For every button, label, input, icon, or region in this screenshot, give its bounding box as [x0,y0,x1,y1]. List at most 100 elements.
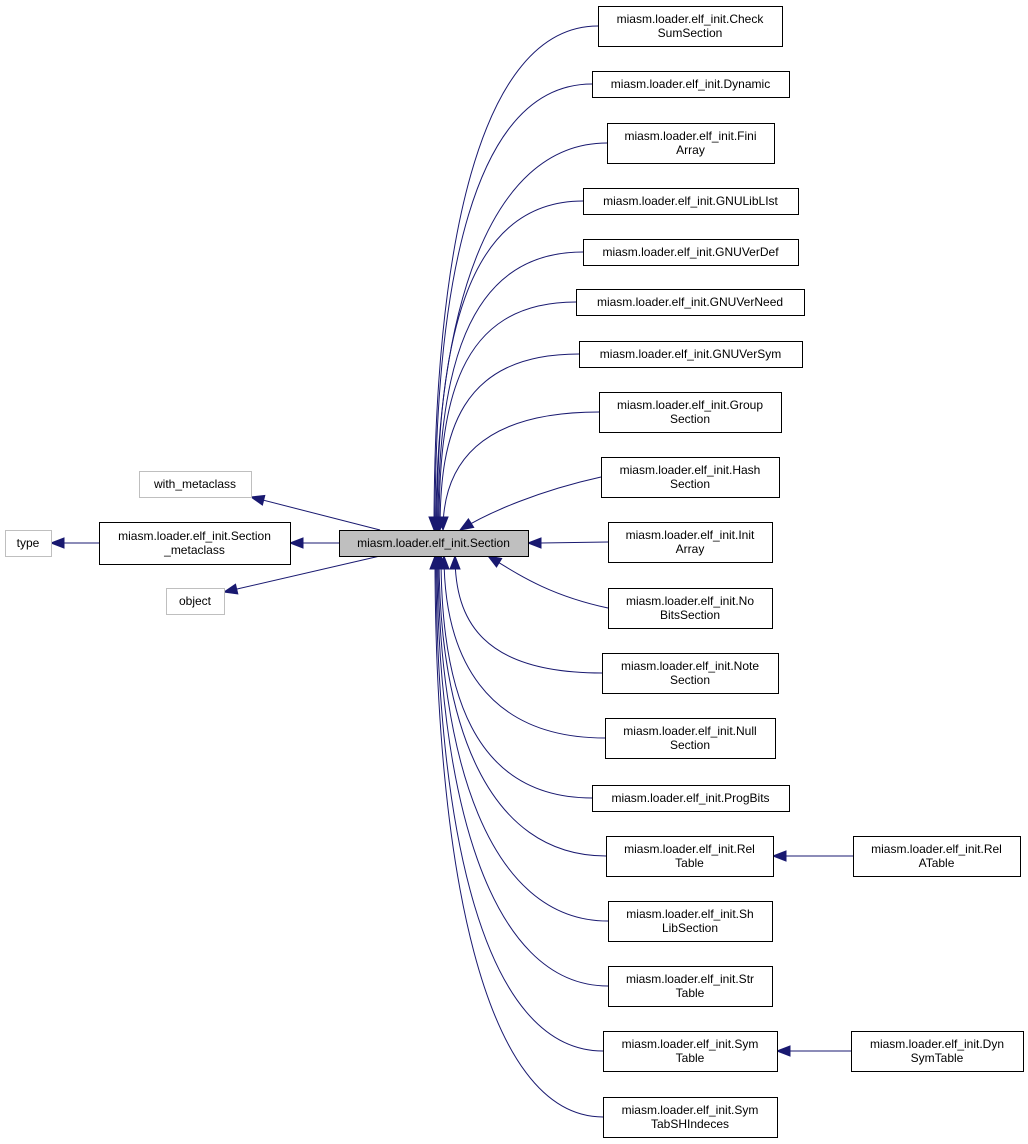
edge-section-to-with_metaclass [249,494,381,531]
class-node-label: miasm.loader.elf_init.Check [617,12,765,26]
edge-section-to-with_metaclass-arrowhead [249,494,266,506]
class-node-label: BitsSection [660,608,720,622]
class-node-label: Array [676,143,705,157]
class-node-label: SumSection [658,26,723,40]
class-node-label: Section [670,412,710,426]
edge-section_metaclass-to-type [49,537,99,549]
edge-group-to-section [437,411,600,532]
class-node-label: miasm.loader.elf_init.Fini [624,129,756,143]
class-node-with_metaclass[interactable]: with_metaclass [139,471,252,498]
edge-gnuverdef-to-section [432,251,584,532]
class-node-gnuliblist[interactable]: miasm.loader.elf_init.GNULibLIst [583,188,799,215]
class-node-box [139,471,252,498]
class-node-box [602,653,779,694]
class-node-label: miasm.loader.elf_init.GNULibLIst [603,194,778,208]
class-node-label: miasm.loader.elf_init.Sym [622,1037,759,1051]
class-node-box [598,6,783,47]
class-node-label: _metaclass [163,543,225,557]
edge-hash-to-section-line [459,476,602,531]
edge-dynamic-to-section-line [434,83,593,531]
edge-section-to-object-arrowhead [222,583,239,595]
class-node-box [579,341,803,368]
edge-group-to-section-arrowhead [437,516,449,532]
class-node-label: object [179,594,212,608]
edge-note-to-section-arrowhead [449,554,461,570]
class-node-label: ATable [919,856,955,870]
edge-gnuliblist-to-section-line [436,200,584,531]
edge-symtabsh-to-section-line [434,555,604,1118]
class-node-label: miasm.loader.elf_init.Sh [626,907,753,921]
class-node-symtable[interactable]: miasm.loader.elf_init.SymTable [603,1031,778,1072]
edge-hash-to-section-arrowhead [458,518,475,531]
edge-section_metaclass-to-type-arrowhead [49,537,65,549]
class-node-label: miasm.loader.elf_init.Rel [871,842,1002,856]
class-node-section[interactable]: miasm.loader.elf_init.Section [339,530,529,557]
class-node-label: miasm.loader.elf_init.Null [623,724,756,738]
edge-shlib-to-section-line [437,555,609,922]
class-node-dynamic[interactable]: miasm.loader.elf_init.Dynamic [592,71,790,98]
edge-symtabsh-to-section-arrowhead [429,554,441,570]
edge-relatable-to-reltable-arrowhead [771,850,787,862]
class-node-label: Section [670,477,710,491]
edge-group-to-section-line [442,411,600,531]
edge-symtable-to-section [430,554,604,1052]
class-node-box [583,188,799,215]
edge-initarray-to-section-arrowhead [526,537,542,549]
edge-gnuverdef-to-section-line [437,251,584,531]
class-node-box [5,530,52,557]
class-node-label: miasm.loader.elf_init.No [626,594,754,608]
edge-checksum-to-section-line [433,25,599,531]
class-node-box [576,289,805,316]
edge-strtable-to-section-line [436,555,609,987]
class-node-box [99,522,291,565]
edges-layer [49,25,853,1118]
class-node-box [608,966,773,1007]
class-node-progbits[interactable]: miasm.loader.elf_init.ProgBits [592,785,790,812]
class-node-box [853,836,1021,877]
class-node-gnuversym[interactable]: miasm.loader.elf_init.GNUVerSym [579,341,803,368]
class-node-label: with_metaclass [153,477,236,491]
class-node-label: miasm.loader.elf_init.Dyn [870,1037,1004,1051]
edge-progbits-to-section [435,554,593,799]
class-node-section_metaclass[interactable]: miasm.loader.elf_init.Section_metaclass [99,522,291,565]
edge-dynamic-to-section [429,83,593,532]
class-node-box [606,836,774,877]
class-node-label: miasm.loader.elf_init.GNUVerSym [600,347,781,361]
class-node-label: TabSHIndeces [651,1117,729,1131]
class-node-label: Section [670,673,710,687]
edge-checksum-to-section [428,25,599,532]
edge-relatable-to-reltable [771,850,853,862]
class-node-label: LibSection [662,921,718,935]
class-node-object[interactable]: object [166,588,225,615]
edge-note-to-section [449,554,603,674]
class-node-label: miasm.loader.elf_init.Note [621,659,759,673]
edge-nobits-to-section-line [487,555,609,609]
edge-reltable-to-section-line [438,555,607,857]
edge-section-to-with_metaclass-line [250,496,381,531]
edge-shlib-to-section [432,554,609,922]
class-node-gnuverdef[interactable]: miasm.loader.elf_init.GNUVerDef [583,239,799,266]
class-node-label: Table [675,856,704,870]
class-node-type[interactable]: type [5,530,52,557]
edge-section-to-section_metaclass-arrowhead [288,537,304,549]
edge-gnuverneed-to-section [433,301,577,532]
class-node-label: miasm.loader.elf_init.Str [626,972,754,986]
class-node-box [592,785,790,812]
class-node-box [601,457,780,498]
class-node-gnuverneed[interactable]: miasm.loader.elf_init.GNUVerNeed [576,289,805,316]
